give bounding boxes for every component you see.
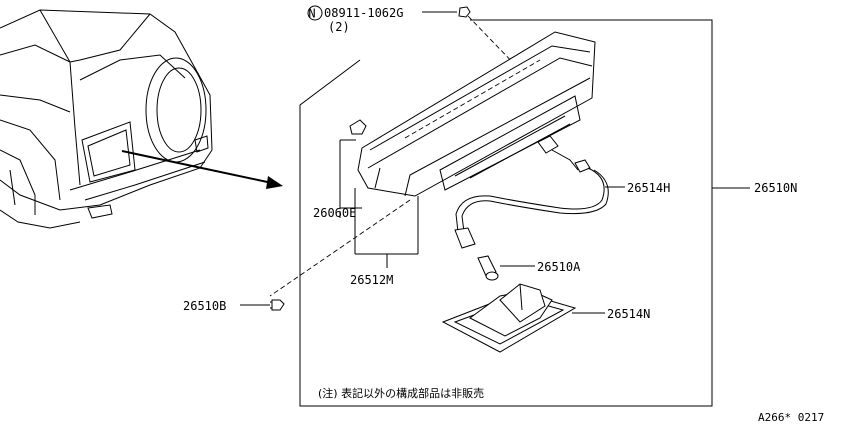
nut-marker: N xyxy=(308,7,315,21)
nut-qty-label: (2) xyxy=(328,20,350,34)
pointer-arrow xyxy=(121,150,283,189)
note-text: (注) 表記以外の構成部品は非販売 xyxy=(318,386,484,400)
gasket-clip xyxy=(339,119,367,209)
assembly-frame xyxy=(299,19,713,407)
base-plate xyxy=(441,283,605,353)
bulb-part xyxy=(477,255,535,281)
lens-label: 26512M xyxy=(350,273,393,287)
bulb-label: 26510A xyxy=(537,260,581,274)
screw-part xyxy=(240,199,411,311)
harness-part xyxy=(454,135,625,249)
nut-code-label: 08911-1062G xyxy=(324,6,403,20)
lens-bracket xyxy=(354,188,419,268)
nut-callout xyxy=(307,5,521,71)
lamp-housing xyxy=(357,31,596,197)
vehicle-illustration xyxy=(0,9,213,229)
harness-label: 26514H xyxy=(627,181,670,195)
gasket-label: 26060E xyxy=(313,206,356,220)
assembly-label: 26510N xyxy=(754,181,797,195)
screw-label: 26510B xyxy=(183,299,226,313)
base-label: 26514N xyxy=(607,307,650,321)
figure-code: A266* 0217 xyxy=(758,411,824,424)
